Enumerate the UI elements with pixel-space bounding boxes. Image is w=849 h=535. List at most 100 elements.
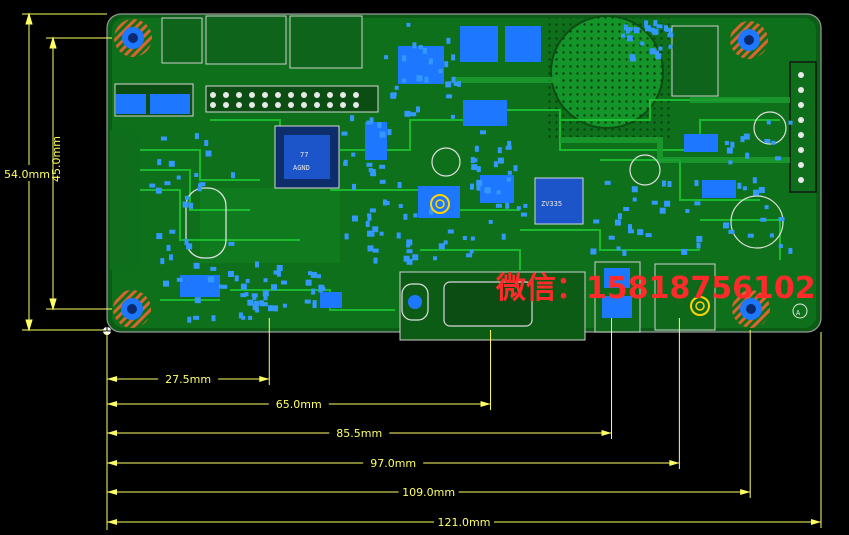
- horizontal-dim-label: 27.5mm: [165, 373, 211, 386]
- smd-pad: [653, 20, 658, 27]
- smd-pad: [628, 229, 634, 234]
- smd-pad: [747, 233, 754, 238]
- dim-arrow-start: [107, 401, 117, 407]
- horizontal-dim-1: 65.0mm: [107, 330, 492, 411]
- dim-arrow-end: [601, 430, 612, 436]
- smd-pad: [474, 145, 479, 152]
- smd-pad: [476, 166, 481, 173]
- vertical-dimension-45: [46, 36, 112, 311]
- smd-pad: [617, 213, 622, 220]
- smd-pad: [685, 209, 690, 213]
- horizontal-dim-label: 97.0mm: [370, 457, 416, 470]
- smd-pad: [604, 180, 611, 185]
- smd-pad: [447, 229, 454, 234]
- watermark-text: 微信：15818756102: [495, 271, 816, 306]
- smd-pad: [240, 283, 247, 290]
- smd-pad: [775, 156, 781, 161]
- smd-pad: [304, 299, 311, 304]
- smd-pad: [501, 233, 506, 240]
- smd-pad: [753, 189, 759, 196]
- header-connector-top: [205, 85, 379, 113]
- smd-pad: [182, 201, 189, 208]
- horizontal-dim-label: 65.0mm: [276, 398, 322, 411]
- smd-pad: [310, 271, 317, 278]
- vertical-dim-45-label: 45.0mm: [50, 136, 63, 182]
- smd-pad: [413, 213, 418, 218]
- smd-pad: [645, 25, 651, 32]
- dim-arrow-end: [669, 460, 680, 466]
- smd-pad: [160, 258, 165, 265]
- smd-pad: [404, 110, 411, 117]
- smd-pad: [665, 27, 672, 32]
- smd-pad: [628, 224, 632, 231]
- dim-arrow-start: [107, 430, 117, 436]
- smd-pad: [255, 261, 259, 268]
- smd-pad: [197, 187, 202, 192]
- smd-pad: [493, 161, 498, 168]
- smd-pad: [193, 262, 200, 269]
- smd-pad: [305, 279, 312, 286]
- smd-pad: [778, 217, 785, 222]
- electrolytic-cap-3: [730, 195, 784, 249]
- regulator-chip: [534, 177, 584, 225]
- smd-pad: [261, 302, 268, 307]
- smd-pad: [450, 114, 455, 119]
- smd-pad: [241, 315, 246, 320]
- mounting-hole-bl: [113, 290, 151, 328]
- smd-pad: [652, 28, 659, 35]
- smd-pad: [655, 50, 659, 55]
- smd-pad: [469, 249, 474, 254]
- smd-pad: [252, 293, 257, 300]
- smd-pad: [344, 233, 349, 240]
- smd-pad: [204, 140, 209, 146]
- smd-pad: [379, 164, 386, 169]
- smd-pad: [496, 190, 501, 195]
- smd-pad: [271, 284, 277, 291]
- dim-arrow-start: [107, 460, 117, 466]
- smd-pad: [406, 249, 413, 254]
- smd-pad: [453, 81, 460, 86]
- smd-pad: [234, 275, 239, 282]
- smd-pad: [282, 303, 287, 308]
- smd-pad: [662, 180, 666, 187]
- smd-pad: [664, 200, 671, 207]
- vga-connector: [401, 281, 533, 327]
- smd-pad: [189, 202, 194, 209]
- smd-pad: [630, 57, 637, 62]
- smd-pad: [629, 54, 636, 59]
- smd-pad: [352, 215, 358, 222]
- smd-pad: [484, 187, 491, 194]
- smd-pad: [365, 221, 370, 227]
- smd-pad: [728, 160, 733, 165]
- smd-pad: [476, 179, 483, 186]
- smd-pad: [211, 315, 216, 322]
- smd-pad: [248, 315, 253, 320]
- smd-pad: [506, 177, 511, 182]
- smd-pad: [614, 219, 621, 226]
- smd-pad: [263, 294, 268, 301]
- smd-pad: [245, 278, 250, 283]
- smd-pad: [471, 164, 478, 171]
- dim-label-bg: [363, 455, 424, 470]
- smd-pad: [274, 305, 278, 312]
- smd-pad: [422, 47, 427, 54]
- smd-pad: [238, 312, 243, 319]
- smd-pad: [398, 204, 403, 208]
- smd-pad: [668, 44, 673, 49]
- smd-pad: [655, 53, 662, 60]
- smd-pad: [367, 245, 374, 252]
- dim-label-bg: [329, 425, 390, 440]
- smd-pad: [341, 131, 348, 136]
- smd-pad: [616, 246, 621, 251]
- vertical-dim-54-label: 54.0mm: [4, 168, 50, 181]
- smd-pad: [416, 75, 423, 82]
- smd-pad: [384, 55, 389, 60]
- smd-pad: [438, 243, 445, 250]
- smd-pad: [169, 254, 173, 261]
- smd-pad: [373, 257, 378, 264]
- smd-pad: [318, 288, 323, 293]
- smd-pad: [656, 24, 663, 29]
- dim-label-bg: [434, 514, 494, 529]
- smd-pad: [443, 240, 448, 245]
- horizontal-dim-2: 85.5mm: [107, 318, 613, 440]
